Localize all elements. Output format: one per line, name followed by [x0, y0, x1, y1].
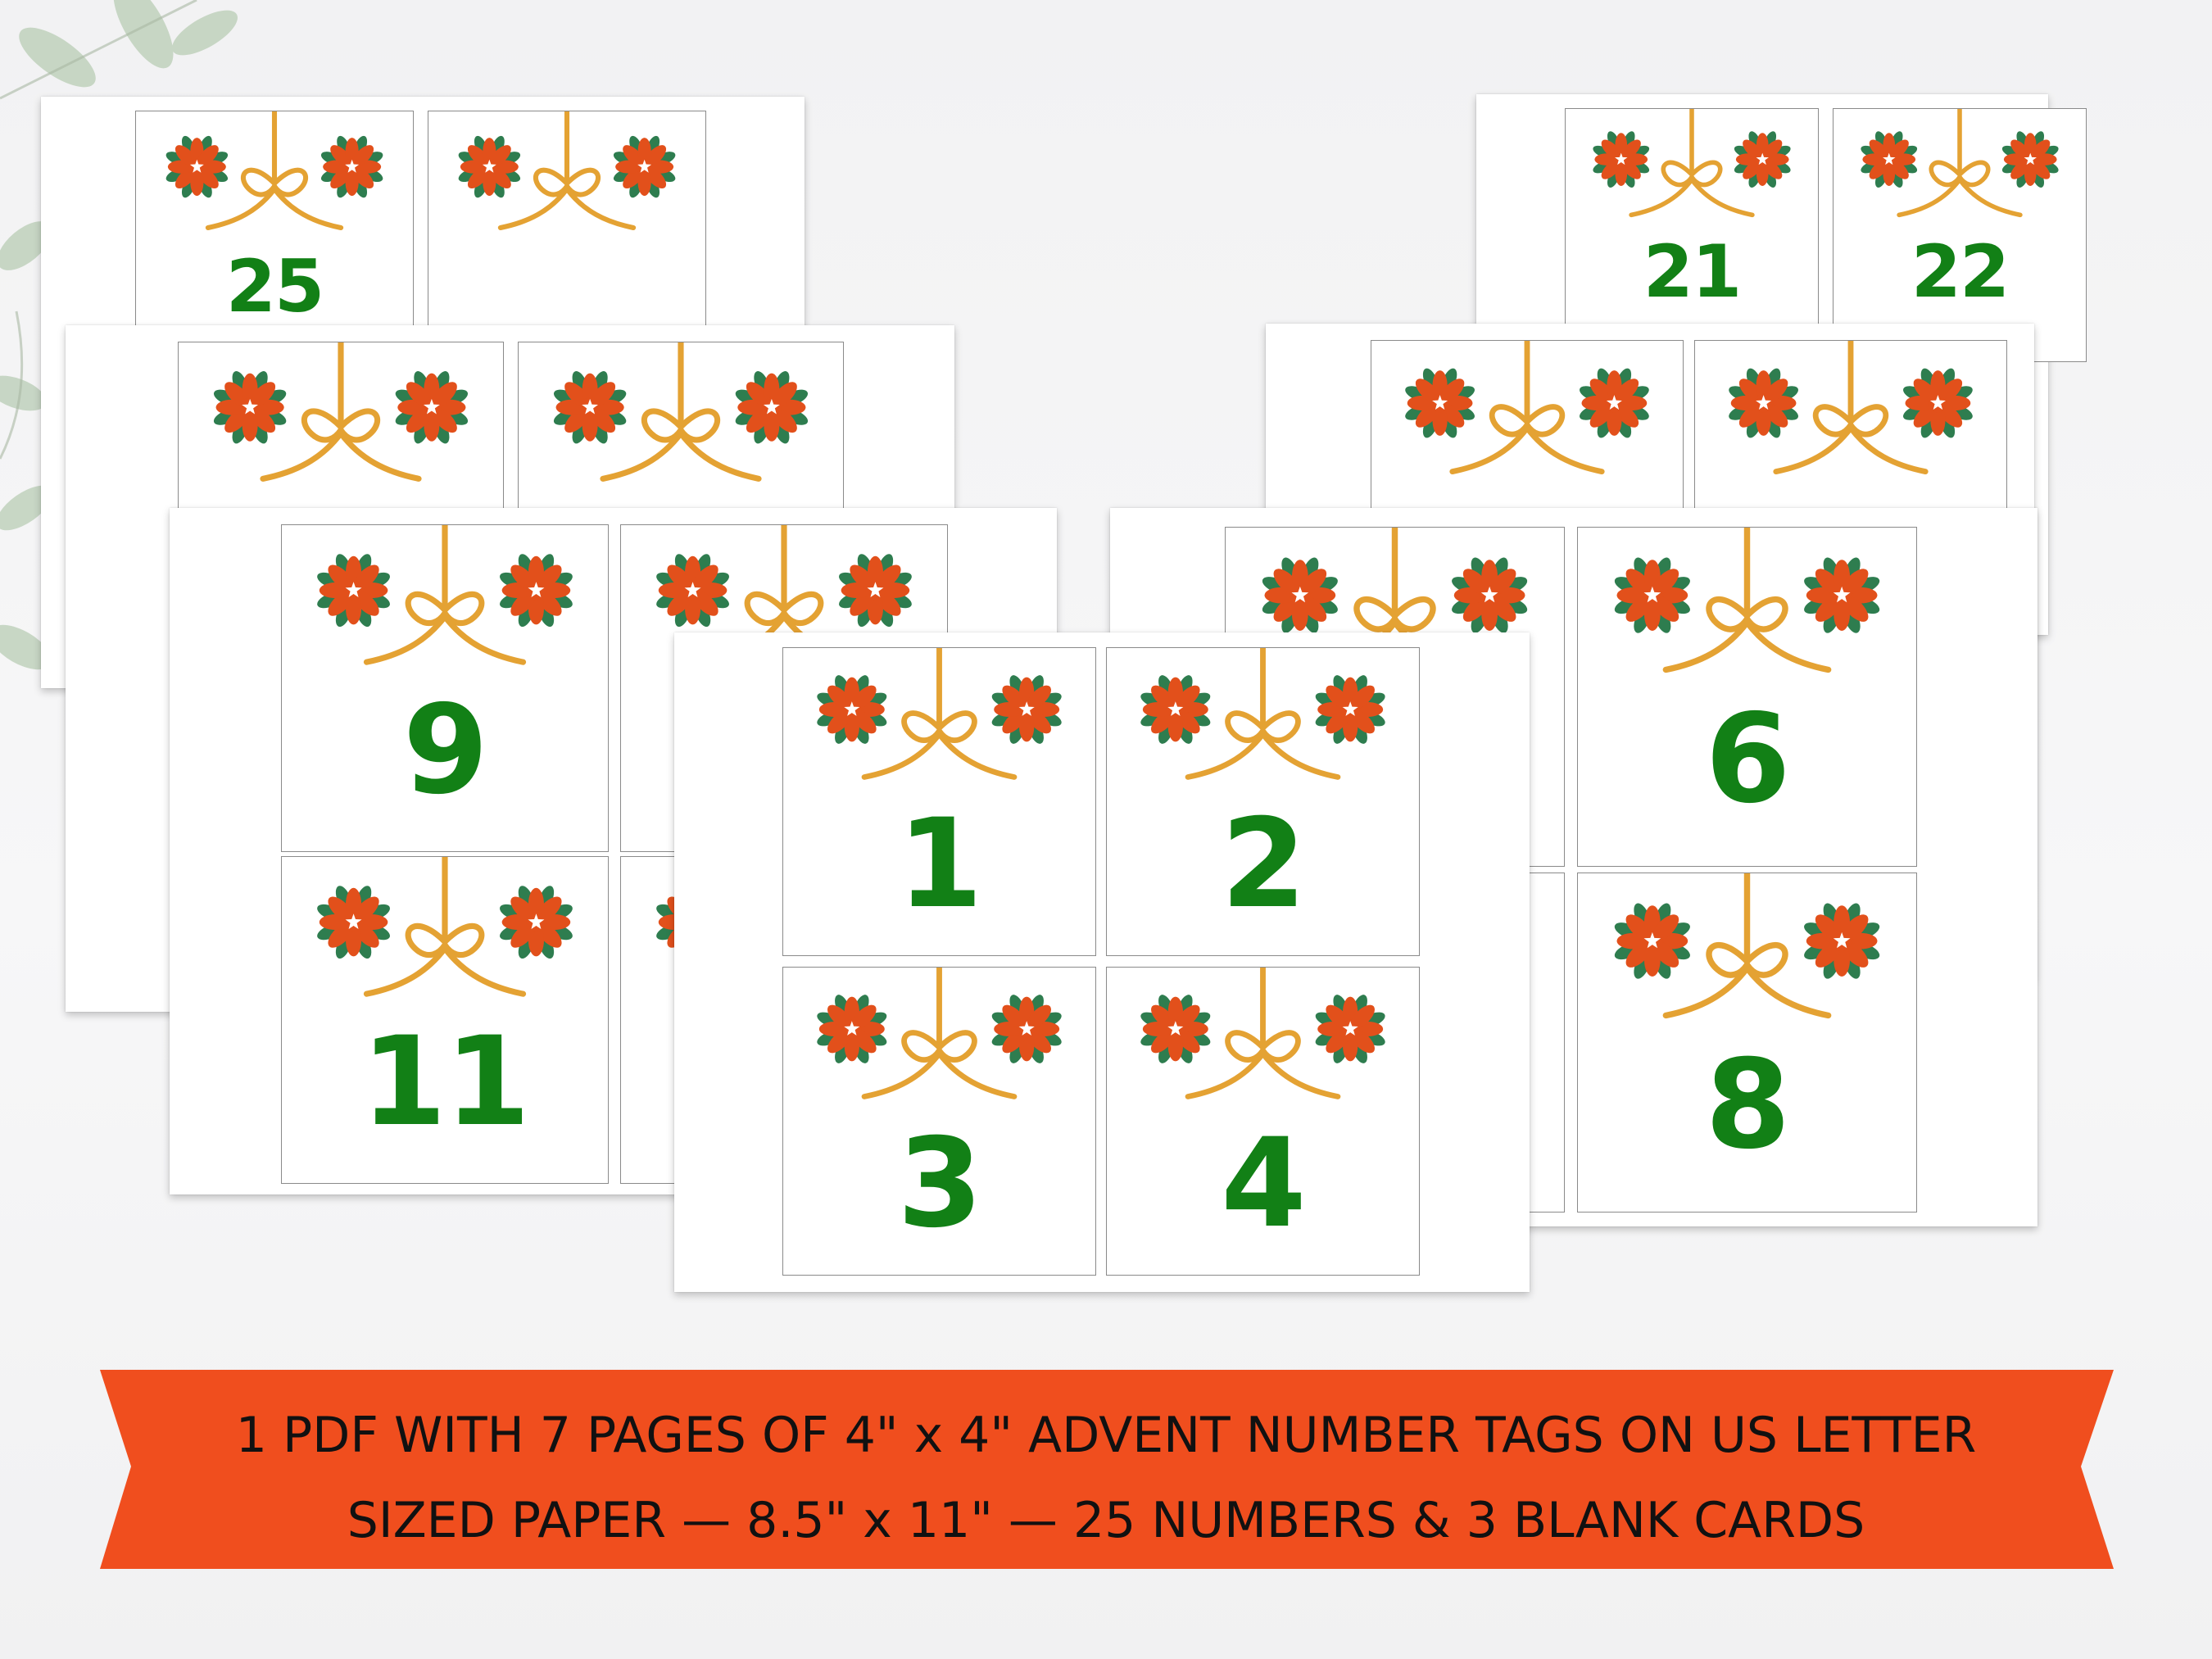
- ornament-decoration: [1729, 341, 1973, 475]
- poinsettia-icon: [991, 675, 1062, 744]
- poinsettia-icon: [817, 995, 887, 1063]
- tag-number: 2: [1221, 793, 1306, 936]
- tag-number: 25: [225, 244, 324, 329]
- advent-tag: 3: [782, 967, 1096, 1276]
- poinsettia-icon: [1315, 675, 1385, 744]
- poinsettia-icon: [1140, 995, 1211, 1063]
- ribbon-bow-icon: [1773, 341, 1929, 475]
- banner-text: 1 PDF WITH 7 PAGES OF 4" x 4" ADVENT NUM…: [147, 1393, 2065, 1563]
- poinsettia-icon: [458, 135, 521, 198]
- tag-number: 8: [1705, 1034, 1790, 1176]
- poinsettia-icon: [317, 886, 390, 959]
- ornament-decoration: [1593, 109, 1791, 218]
- ornament-decoration: [553, 342, 809, 482]
- banner-line-1: 1 PDF WITH 7 PAGES OF 4" x 4" ADVENT NUM…: [235, 1407, 1977, 1464]
- tag-number: 21: [1643, 229, 1742, 314]
- ribbon-bow-icon: [1185, 648, 1341, 780]
- advent-tag: 1: [782, 647, 1096, 956]
- ribbon-bow-icon: [1897, 109, 2023, 218]
- ornament-decoration: [1614, 873, 1880, 1019]
- poinsettia-icon: [1734, 131, 1791, 188]
- poinsettia-icon: [817, 675, 887, 744]
- ribbon-bow-icon: [497, 111, 637, 231]
- advent-tag: 22: [1833, 108, 2087, 362]
- advent-tag: 11: [281, 856, 609, 1184]
- poinsettia-icon: [165, 135, 229, 198]
- ribbon-bow-icon: [1449, 341, 1605, 475]
- poinsettia-icon: [1729, 368, 1798, 438]
- tag-number: 1: [897, 793, 982, 936]
- poinsettia-icon: [500, 554, 573, 627]
- ornament-decoration: [165, 111, 383, 231]
- poinsettia-icon: [1804, 903, 1880, 979]
- ribbon-bow-icon: [1662, 528, 1832, 673]
- poinsettia-icon: [1804, 557, 1880, 633]
- ornament-decoration: [817, 968, 1062, 1099]
- poinsettia-icon: [1614, 903, 1690, 979]
- ornament-decoration: [317, 857, 573, 997]
- poinsettia-icon: [1580, 368, 1649, 438]
- poinsettia-icon: [1593, 131, 1650, 188]
- ribbon-bow-icon: [205, 111, 344, 231]
- banner-line-2: SIZED PAPER — 8.5" x 11" — 25 NUMBERS & …: [347, 1492, 1865, 1549]
- ornament-decoration: [458, 111, 676, 231]
- poinsettia-icon: [991, 995, 1062, 1063]
- poinsettia-icon: [1262, 557, 1338, 633]
- tag-number: 11: [360, 1011, 531, 1154]
- poinsettia-icon: [1405, 368, 1475, 438]
- poinsettia-icon: [1315, 995, 1385, 1063]
- ribbon-bow-icon: [861, 968, 1018, 1099]
- advent-tag: 21: [1565, 108, 1819, 362]
- ornament-decoration: [1140, 648, 1385, 780]
- tag-number: 3: [897, 1113, 982, 1255]
- tag-number: 6: [1705, 688, 1790, 831]
- ornament-decoration: [213, 342, 469, 482]
- poinsettia-icon: [1452, 557, 1528, 633]
- advent-tag: 9: [281, 524, 609, 852]
- tag-number: 4: [1221, 1113, 1306, 1255]
- ribbon-bow-icon: [363, 525, 527, 665]
- tag-number: 9: [402, 679, 488, 822]
- advent-tag: 2: [1106, 647, 1420, 956]
- poinsettia-icon: [213, 371, 287, 444]
- poinsettia-icon: [2001, 131, 2059, 188]
- ornament-decoration: [1614, 528, 1880, 673]
- ribbon-bow-icon: [1629, 109, 1755, 218]
- poinsettia-icon: [1903, 368, 1973, 438]
- advent-tag: 6: [1577, 527, 1917, 867]
- poinsettia-icon: [320, 135, 383, 198]
- poinsettia-icon: [1140, 675, 1211, 744]
- ribbon-bow-icon: [600, 342, 762, 482]
- poinsettia-icon: [1614, 557, 1690, 633]
- poinsettia-icon: [500, 886, 573, 959]
- ribbon-bow-icon: [1662, 873, 1832, 1019]
- ribbon-bow-icon: [1185, 968, 1341, 1099]
- poinsettia-icon: [395, 371, 469, 444]
- poinsettia-icon: [656, 554, 729, 627]
- poinsettia-icon: [553, 371, 627, 444]
- ribbon-bow-icon: [861, 648, 1018, 780]
- ornament-decoration: [1861, 109, 2059, 218]
- poinsettia-icon: [839, 554, 912, 627]
- sheet-center: 1 2 3 4: [674, 632, 1530, 1292]
- advent-tag: 4: [1106, 967, 1420, 1276]
- ribbon-bow-icon: [260, 342, 422, 482]
- ornament-decoration: [817, 648, 1062, 780]
- poinsettia-icon: [1861, 131, 1918, 188]
- advent-tag: 8: [1577, 873, 1917, 1213]
- ornament-decoration: [317, 525, 573, 665]
- poinsettia-icon: [735, 371, 809, 444]
- tag-number: 22: [1911, 229, 2010, 314]
- ornament-decoration: [1140, 968, 1385, 1099]
- poinsettia-icon: [613, 135, 676, 198]
- eucalyptus-leaves-decoration: [0, 0, 238, 670]
- poinsettia-icon: [317, 554, 390, 627]
- ornament-decoration: [1405, 341, 1649, 475]
- ribbon-bow-icon: [363, 857, 527, 997]
